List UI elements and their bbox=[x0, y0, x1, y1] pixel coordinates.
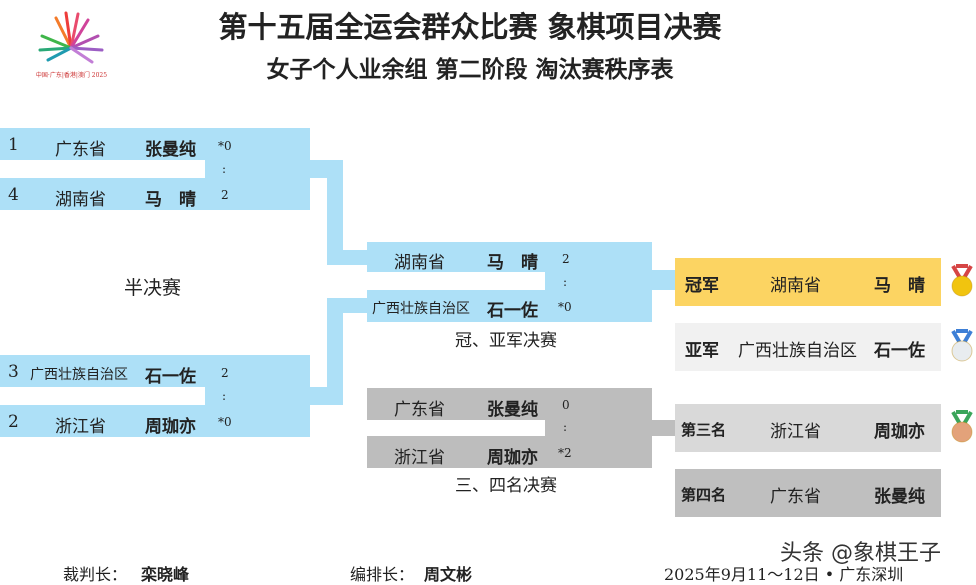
player-name: 周珈亦 bbox=[487, 448, 538, 468]
province: 湖南省 bbox=[770, 276, 821, 296]
province: 浙江省 bbox=[394, 448, 445, 468]
score: 2 bbox=[562, 252, 570, 266]
arranger-name: 周文彬 bbox=[424, 565, 473, 584]
rank: 第三名 bbox=[681, 421, 727, 439]
final-label: 冠、亚军决赛 bbox=[455, 331, 557, 351]
player-name: 马 晴 bbox=[874, 276, 925, 296]
watermark: 头条 @象棋王子 bbox=[780, 541, 941, 566]
province: 广东省 bbox=[770, 487, 821, 507]
province: 浙江省 bbox=[770, 422, 821, 442]
semifinal-label: 半决赛 bbox=[124, 277, 182, 299]
colon: : bbox=[222, 389, 227, 403]
player-name: 张曼纯 bbox=[874, 487, 925, 507]
referee-label: 裁判长： bbox=[63, 565, 128, 584]
score: 2 bbox=[221, 188, 229, 202]
player-name: 石一佐 bbox=[145, 367, 196, 387]
province: 湖南省 bbox=[55, 190, 106, 210]
score: *2 bbox=[558, 446, 572, 460]
province: 湖南省 bbox=[394, 253, 445, 273]
player-name: 马 晴 bbox=[145, 190, 196, 210]
result-row: 第三名 浙江省 周珈亦 bbox=[675, 404, 941, 452]
logo: 中国·广东|香港|澳门 2025 bbox=[34, 8, 109, 79]
score: 2 bbox=[221, 366, 229, 380]
score: 0 bbox=[562, 398, 570, 412]
result-row: 亚军 广西壮族自治区 石一佐 bbox=[675, 323, 941, 371]
province: 广西壮族自治区 bbox=[372, 301, 470, 317]
rank: 亚军 bbox=[685, 341, 719, 361]
arranger-label: 编排长： bbox=[350, 565, 415, 584]
province: 广东省 bbox=[394, 400, 445, 420]
silver-medal-icon bbox=[948, 329, 976, 363]
player-name: 周珈亦 bbox=[874, 422, 925, 442]
province: 广东省 bbox=[55, 140, 106, 160]
seed: 3 bbox=[8, 362, 19, 382]
page-subtitle: 女子个人业余组 第二阶段 淘汰赛秩序表 bbox=[266, 56, 674, 83]
province: 广西壮族自治区 bbox=[738, 341, 857, 361]
province: 浙江省 bbox=[55, 417, 106, 437]
player-name: 张曼纯 bbox=[145, 140, 196, 160]
rank: 冠军 bbox=[685, 276, 719, 296]
rank: 第四名 bbox=[681, 486, 727, 504]
colon: : bbox=[222, 162, 227, 176]
player-name: 石一佐 bbox=[874, 341, 925, 361]
result-row: 第四名 广东省 张曼纯 bbox=[675, 469, 941, 517]
score: *0 bbox=[218, 139, 232, 153]
player-name: 马 晴 bbox=[487, 253, 538, 273]
bronze-medal-icon bbox=[948, 410, 976, 444]
gold-medal-icon bbox=[948, 264, 976, 298]
seed: 4 bbox=[8, 185, 19, 205]
colon: : bbox=[563, 275, 568, 289]
colon: : bbox=[563, 420, 568, 434]
player-name: 石一佐 bbox=[487, 301, 538, 321]
province: 广西壮族自治区 bbox=[30, 367, 128, 383]
page-title: 第十五届全运会群众比赛 象棋项目决赛 bbox=[218, 10, 722, 44]
third-place-label: 三、四名决赛 bbox=[455, 476, 557, 496]
result-row: 冠军 湖南省 马 晴 bbox=[675, 258, 941, 306]
seed: 1 bbox=[8, 135, 19, 155]
player-name: 张曼纯 bbox=[487, 400, 538, 420]
player-name: 周珈亦 bbox=[145, 417, 196, 437]
score: *0 bbox=[218, 415, 232, 429]
seed: 2 bbox=[8, 412, 19, 432]
logo-text: 中国·广东|香港|澳门 2025 bbox=[35, 72, 108, 79]
score: *0 bbox=[558, 300, 572, 314]
referee-name: 栾晓峰 bbox=[141, 565, 190, 584]
